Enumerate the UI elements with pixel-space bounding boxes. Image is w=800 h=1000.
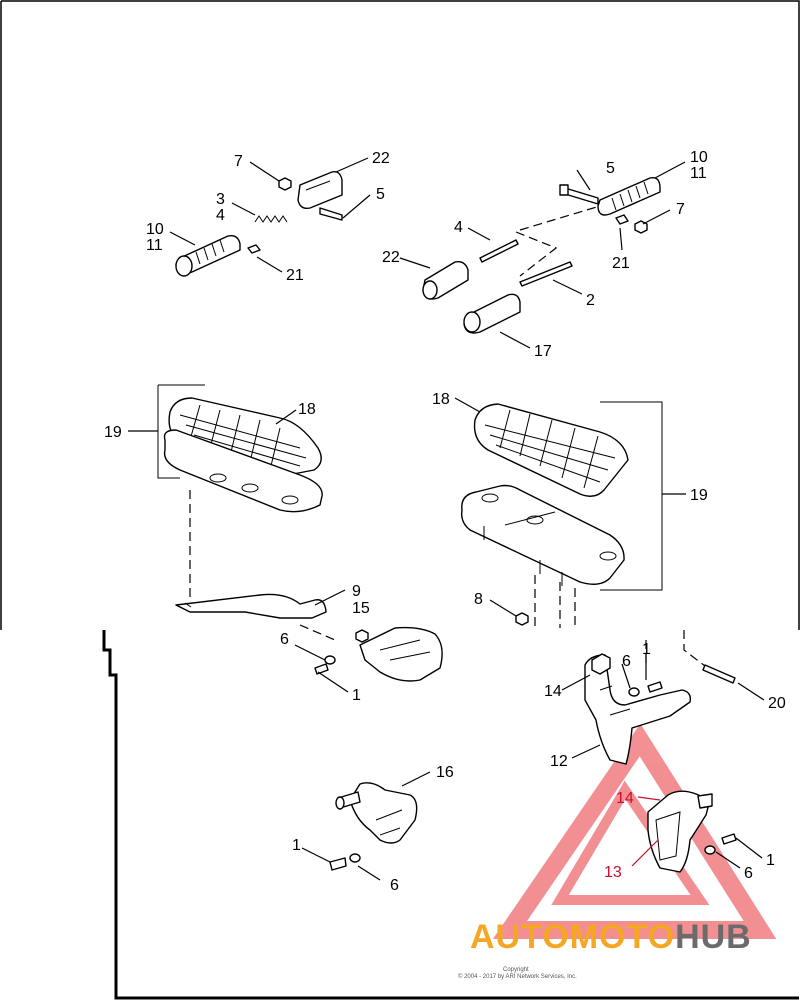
callout-14: 14 [544,683,562,700]
callout-19: 19 [690,487,708,504]
callout-6: 6 [622,653,631,670]
callout-6: 6 [390,877,399,894]
callout-21: 21 [612,255,630,272]
mount-13-14 [647,790,737,873]
brand-wordmark: AUTOMOTOHUB [470,918,752,956]
leader-lines [128,157,765,881]
callout-20: 20 [768,695,786,712]
callout-5: 5 [606,160,615,177]
left-floorboard [157,384,327,619]
right-floorboard [460,401,663,628]
watermark-triangle [492,723,777,939]
brand-part-2: HUB [675,918,752,956]
callout-2: 2 [586,292,595,309]
callout-1: 1 [292,837,301,854]
callout-1: 1 [766,852,775,869]
brand-part-1: AUTOMOTO [470,918,675,956]
callout-15: 15 [352,600,370,617]
callout-11: 11 [146,237,163,254]
left-peg-assembly [175,170,343,277]
callout-10: 10 [690,149,708,166]
callout-9: 9 [352,583,361,600]
callout-8: 8 [474,591,483,608]
callout-10: 10 [146,221,164,238]
callout-labels: 7 22 3 4 5 10 11 21 5 10 11 7 4 22 21 2 … [104,149,786,894]
mount-16 [329,782,418,871]
copyright-text: © 2004 - 2017 by ARI Network Services, I… [458,973,577,980]
callout-6: 6 [280,631,289,648]
callout-7: 7 [234,153,243,170]
callout-16: 16 [436,764,454,781]
callout-4: 4 [216,207,225,224]
right-bracket-12 [584,630,736,765]
callout-21: 21 [286,267,304,284]
callout-22: 22 [382,249,400,266]
callout-5: 5 [376,186,385,203]
copyright: Copyright © 2004 - 2017 by ARI Network S… [458,967,577,980]
callout-13: 13 [604,864,622,881]
callout-12: 12 [550,753,568,770]
callout-6: 6 [744,865,753,882]
lower-left-mount [299,624,443,682]
callout-1: 1 [642,641,651,658]
watermark-brand: AUTOMOTOHUB [470,918,752,956]
callout-1: 1 [352,687,361,704]
callout-18: 18 [298,401,316,418]
callout-7: 7 [676,201,685,218]
callout-19: 19 [104,424,122,441]
callout-3: 3 [216,191,225,208]
callout-11: 11 [690,165,707,182]
callout-17: 17 [534,343,552,360]
callout-4: 4 [454,219,463,236]
callout-14: 14 [616,790,634,807]
copyright-title: Copyright [503,967,529,973]
callout-22: 22 [372,150,390,167]
right-peg-assembly [422,177,661,334]
callout-18: 18 [432,391,450,408]
